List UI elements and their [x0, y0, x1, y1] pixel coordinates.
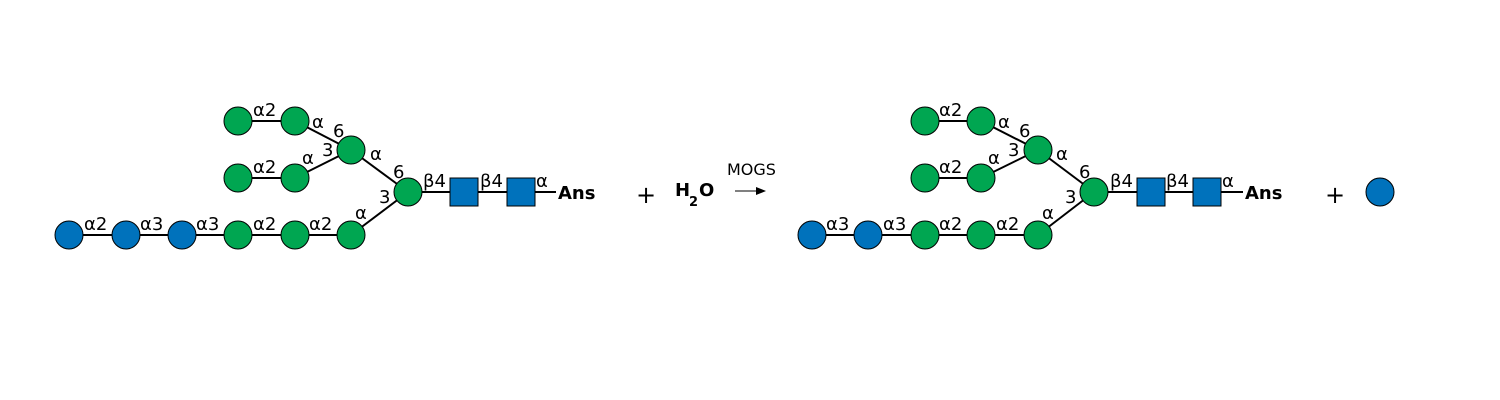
- aglycone-label: Ans: [1245, 183, 1282, 204]
- linkage-label: 3: [1065, 187, 1076, 208]
- reactant-glycan: α2 α3 α3 α2 α2 α α2 α 6 α2 α 3 α 6 3 β4 …: [54, 100, 595, 250]
- linkage-label: β4: [1166, 171, 1189, 192]
- glucose-residue: [54, 220, 84, 250]
- glcnac-residue: [506, 177, 536, 207]
- linkage-label: β4: [480, 171, 503, 192]
- linkage-label: α: [312, 112, 324, 133]
- mannose-residue: [280, 163, 310, 193]
- mannose-residue: [1023, 220, 1053, 250]
- mannose-residue: [966, 220, 996, 250]
- mannose-residue: [910, 106, 940, 136]
- glucose-residue: [167, 220, 197, 250]
- glucose-residue: [111, 220, 141, 250]
- linkage-label: 6: [393, 162, 404, 183]
- linkage-label: α2: [939, 214, 962, 235]
- linkage-label: 3: [379, 187, 390, 208]
- core-mannose-residue: [1079, 177, 1109, 207]
- core-mannose-residue: [393, 177, 423, 207]
- linkage-label: α2: [939, 157, 962, 178]
- water-h: H: [675, 180, 690, 201]
- mannose-residue: [223, 106, 253, 136]
- enzyme-label: MOGS: [727, 160, 776, 179]
- glcnac-residue: [1192, 177, 1222, 207]
- mannose-residue: [280, 220, 310, 250]
- product-glycan: α3 α3 α2 α2 α α2 α 6 α2 α 3 α 6 3 β4 β4 …: [797, 100, 1282, 250]
- linkage-label: 3: [322, 140, 333, 161]
- linkage-label: α2: [253, 100, 276, 121]
- mannose-residue: [280, 106, 310, 136]
- mannose-residue: [336, 220, 366, 250]
- linkage-label: α: [370, 144, 382, 165]
- plus-sign: +: [636, 181, 656, 209]
- linkage-label: α: [998, 112, 1010, 133]
- linkage-label: α: [355, 203, 367, 224]
- linkage-label: α: [302, 148, 314, 169]
- linkage-label: α3: [140, 214, 163, 235]
- linkage-label: α3: [196, 214, 219, 235]
- mannose-residue: [966, 106, 996, 136]
- linkage-label: β4: [423, 171, 446, 192]
- linkage-label: α2: [84, 214, 107, 235]
- mannose-residue: [223, 220, 253, 250]
- linkage-label: β4: [1110, 171, 1133, 192]
- mannose-residue: [336, 135, 366, 165]
- linkage-label: α3: [883, 214, 906, 235]
- linkage-label: α2: [309, 214, 332, 235]
- aglycone-label: Ans: [558, 183, 595, 204]
- linkage-label: 3: [1008, 140, 1019, 161]
- mannose-residue: [910, 220, 940, 250]
- mannose-residue: [966, 163, 996, 193]
- plus-sign: +: [1325, 181, 1345, 209]
- linkage-label: 6: [1079, 162, 1090, 183]
- glucose-residue: [797, 220, 827, 250]
- linkage-label: α3: [826, 214, 849, 235]
- linkage-label: α2: [253, 214, 276, 235]
- water-subscript: 2: [689, 195, 698, 210]
- linkage-label: α: [536, 171, 548, 192]
- linkage-label: α: [988, 148, 1000, 169]
- mannose-residue: [910, 163, 940, 193]
- linkage-label: α: [1222, 171, 1234, 192]
- linkage-label: 6: [1019, 121, 1030, 142]
- free-glucose-product: [1365, 177, 1395, 207]
- linkage-label: 6: [333, 121, 344, 142]
- linkage-label: α: [1042, 203, 1054, 224]
- glcnac-residue: [1136, 177, 1166, 207]
- mannose-residue: [1023, 135, 1053, 165]
- water-formula: H 2 O: [675, 180, 714, 210]
- water-o: O: [699, 180, 714, 201]
- linkage-label: α2: [996, 214, 1019, 235]
- glcnac-residue: [449, 177, 479, 207]
- mannose-residue: [223, 163, 253, 193]
- linkage-label: α: [1056, 144, 1068, 165]
- linkage-label: α2: [253, 157, 276, 178]
- linkage-label: α2: [939, 100, 962, 121]
- glucose-residue: [853, 220, 883, 250]
